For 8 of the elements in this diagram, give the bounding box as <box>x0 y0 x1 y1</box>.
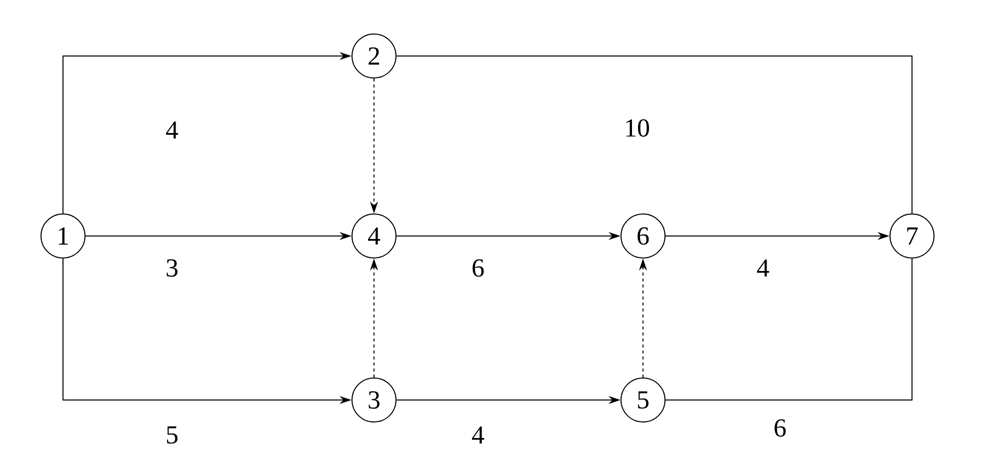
duration-label: 6 <box>772 417 788 439</box>
duration-label: 6 <box>470 257 486 279</box>
duration-label: 4 <box>164 119 180 141</box>
duration-label: 10 <box>622 117 652 139</box>
duration-label: 3 <box>164 257 180 279</box>
duration-label: 4 <box>754 257 772 279</box>
duration-label: 5 <box>164 424 180 446</box>
duration-label: 4 <box>470 424 486 446</box>
